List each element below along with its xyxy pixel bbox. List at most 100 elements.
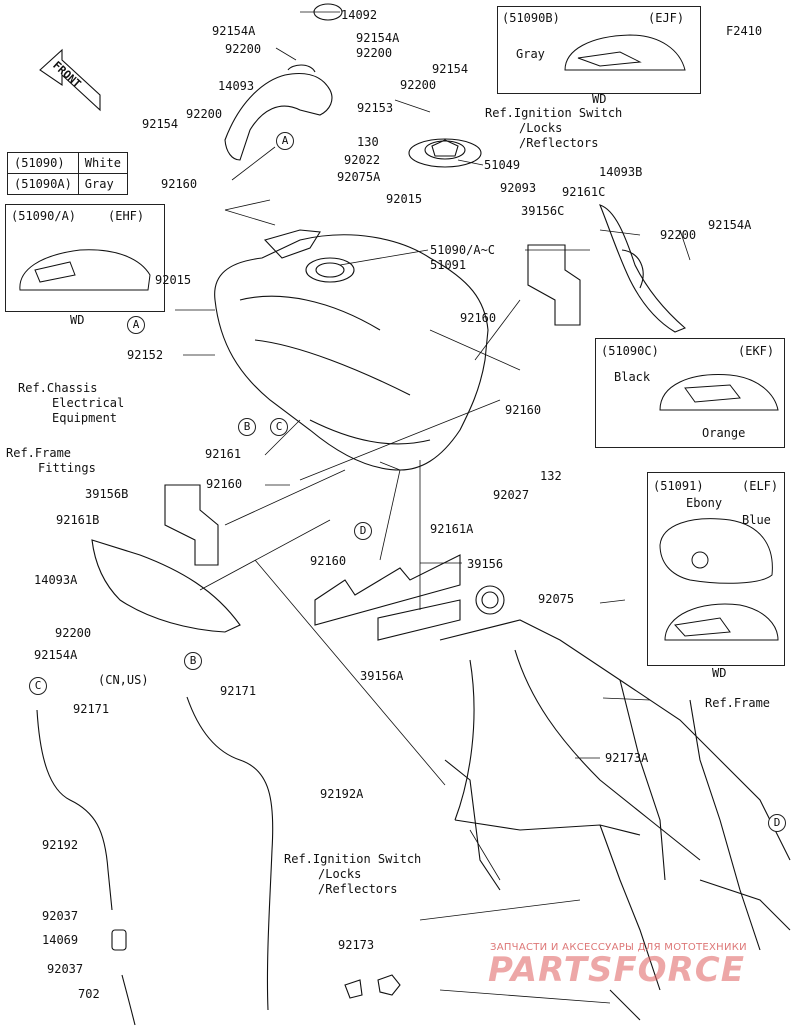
tank-sketch-elf-top bbox=[659, 518, 773, 584]
part-label: 14069 bbox=[42, 933, 79, 947]
callout-a: A bbox=[276, 132, 294, 150]
part-label: 14092 bbox=[341, 8, 378, 22]
color-table-row: (51090A) Gray bbox=[7, 173, 128, 195]
part-label: 92153 bbox=[357, 101, 394, 115]
color-name: White bbox=[77, 152, 128, 174]
inset-ehf-code: (51090/A) bbox=[11, 209, 77, 223]
part-label: 92015 bbox=[386, 192, 423, 206]
part-label: 92161B bbox=[56, 513, 100, 527]
ref-label: /Reflectors bbox=[318, 882, 398, 896]
callout-c: C bbox=[29, 677, 47, 695]
part-label: 92161 bbox=[205, 447, 242, 461]
part-label: 92027 bbox=[493, 488, 530, 502]
part-label: 92173A bbox=[605, 751, 649, 765]
hose-702 bbox=[121, 974, 136, 1026]
cover-14093A bbox=[91, 539, 241, 633]
ref-label: Ref.Ignition Switch bbox=[284, 852, 422, 866]
leader-lines bbox=[175, 11, 691, 1004]
ref-label: /Locks bbox=[318, 867, 362, 881]
part-label: 92192A bbox=[320, 787, 364, 801]
part-label: 92200 bbox=[356, 46, 393, 60]
ref-label: Ref.Frame bbox=[6, 446, 72, 460]
diagram-code: F2410 bbox=[726, 24, 763, 38]
part-label: 39156C bbox=[521, 204, 565, 218]
part-label: 39156B bbox=[85, 487, 129, 501]
tank-sketch-ekf bbox=[659, 374, 779, 411]
tank-sketch-ejf bbox=[564, 34, 686, 71]
inset-ekf-code: (51090C) bbox=[601, 344, 659, 358]
part-label: 130 bbox=[357, 135, 379, 149]
pad-39156C bbox=[527, 244, 581, 326]
color-code: (51090) bbox=[7, 152, 79, 174]
sensor-92173 bbox=[377, 974, 401, 996]
part-label: 92093 bbox=[500, 181, 537, 195]
part-label: 92161C bbox=[562, 185, 606, 199]
hose-92192 bbox=[36, 709, 113, 911]
ref-label: Ref.Frame bbox=[705, 696, 771, 710]
part-label: 51091 bbox=[430, 258, 467, 272]
part-label: 14093 bbox=[218, 79, 255, 93]
inset-ejf-note: WD bbox=[592, 92, 607, 106]
part-label: 92171 bbox=[220, 684, 257, 698]
pad-39156 bbox=[314, 554, 461, 626]
part-label: 39156A bbox=[360, 669, 404, 683]
part-label: 92173 bbox=[338, 938, 375, 952]
pad-39156A bbox=[377, 599, 461, 641]
part-label: 92192 bbox=[42, 838, 79, 852]
part-label: 92075 bbox=[538, 592, 575, 606]
part-label: 92154 bbox=[432, 62, 469, 76]
part-label: 92171 bbox=[73, 702, 110, 716]
part-label: 92160 bbox=[310, 554, 347, 568]
cover-14093 bbox=[224, 72, 333, 161]
callout-d: D bbox=[354, 522, 372, 540]
watermark-tagline: ЗАПЧАСТИ И АКСЕССУАРЫ ДЛЯ МОТОТЕХНИКИ bbox=[490, 942, 747, 953]
part-label: 51049 bbox=[484, 158, 521, 172]
part-label: 92160 bbox=[206, 477, 243, 491]
part-label: 92200 bbox=[186, 107, 223, 121]
part-label: 14093B bbox=[599, 165, 643, 179]
ref-label: /Reflectors bbox=[519, 136, 599, 150]
part-label: 92075A bbox=[337, 170, 381, 184]
ref-label: Electrical bbox=[52, 396, 125, 410]
pad-39156B bbox=[164, 484, 219, 566]
ref-label: Ref.Ignition Switch bbox=[485, 106, 623, 120]
ref-label: Equipment bbox=[52, 411, 118, 425]
part-label: 92154A bbox=[34, 648, 78, 662]
inset-ejf-color: Gray bbox=[516, 47, 545, 61]
part-label: 92200 bbox=[225, 42, 262, 56]
part-label: 92160 bbox=[161, 177, 198, 191]
fuel-cap-51049 bbox=[408, 138, 482, 168]
tank-sketch-elf-bottom bbox=[664, 603, 779, 641]
part-label: 92200 bbox=[55, 626, 92, 640]
inset-ekf-region: (EKF) bbox=[738, 344, 775, 358]
callout-a: A bbox=[127, 316, 145, 334]
part-label: 92154A bbox=[212, 24, 256, 38]
inset-ehf-region: (EHF) bbox=[108, 209, 145, 223]
ref-label: Ref.Chassis bbox=[18, 381, 98, 395]
callout-d: D bbox=[768, 814, 786, 832]
inset-ejf bbox=[497, 6, 701, 94]
callout-b: B bbox=[184, 652, 202, 670]
ref-label: Fittings bbox=[38, 461, 96, 475]
callout-b: B bbox=[238, 418, 256, 436]
hose-92192A bbox=[186, 696, 274, 1011]
part-label: 702 bbox=[78, 987, 100, 1001]
tank-sketch-ehf bbox=[19, 249, 151, 291]
part-label: 51090/A~C bbox=[430, 243, 496, 257]
filter-14069 bbox=[111, 929, 127, 951]
watermark-logo: PARTSFORCE bbox=[488, 950, 745, 990]
part-label: 14093A bbox=[34, 573, 78, 587]
cn-us-label: (CN,US) bbox=[98, 673, 149, 687]
part-label: 92022 bbox=[344, 153, 381, 167]
inset-elf-note: WD bbox=[712, 666, 727, 680]
inset-ehf bbox=[5, 204, 165, 312]
ref-label: /Locks bbox=[519, 121, 563, 135]
part-label: 92160 bbox=[505, 403, 542, 417]
inset-elf-code: (51091) bbox=[653, 479, 704, 493]
color-table: (51090) White (51090A) Gray bbox=[7, 152, 128, 195]
inset-ekf-color2: Orange bbox=[702, 426, 746, 440]
part-label: 92015 bbox=[155, 273, 192, 287]
color-code: (51090A) bbox=[7, 173, 79, 195]
